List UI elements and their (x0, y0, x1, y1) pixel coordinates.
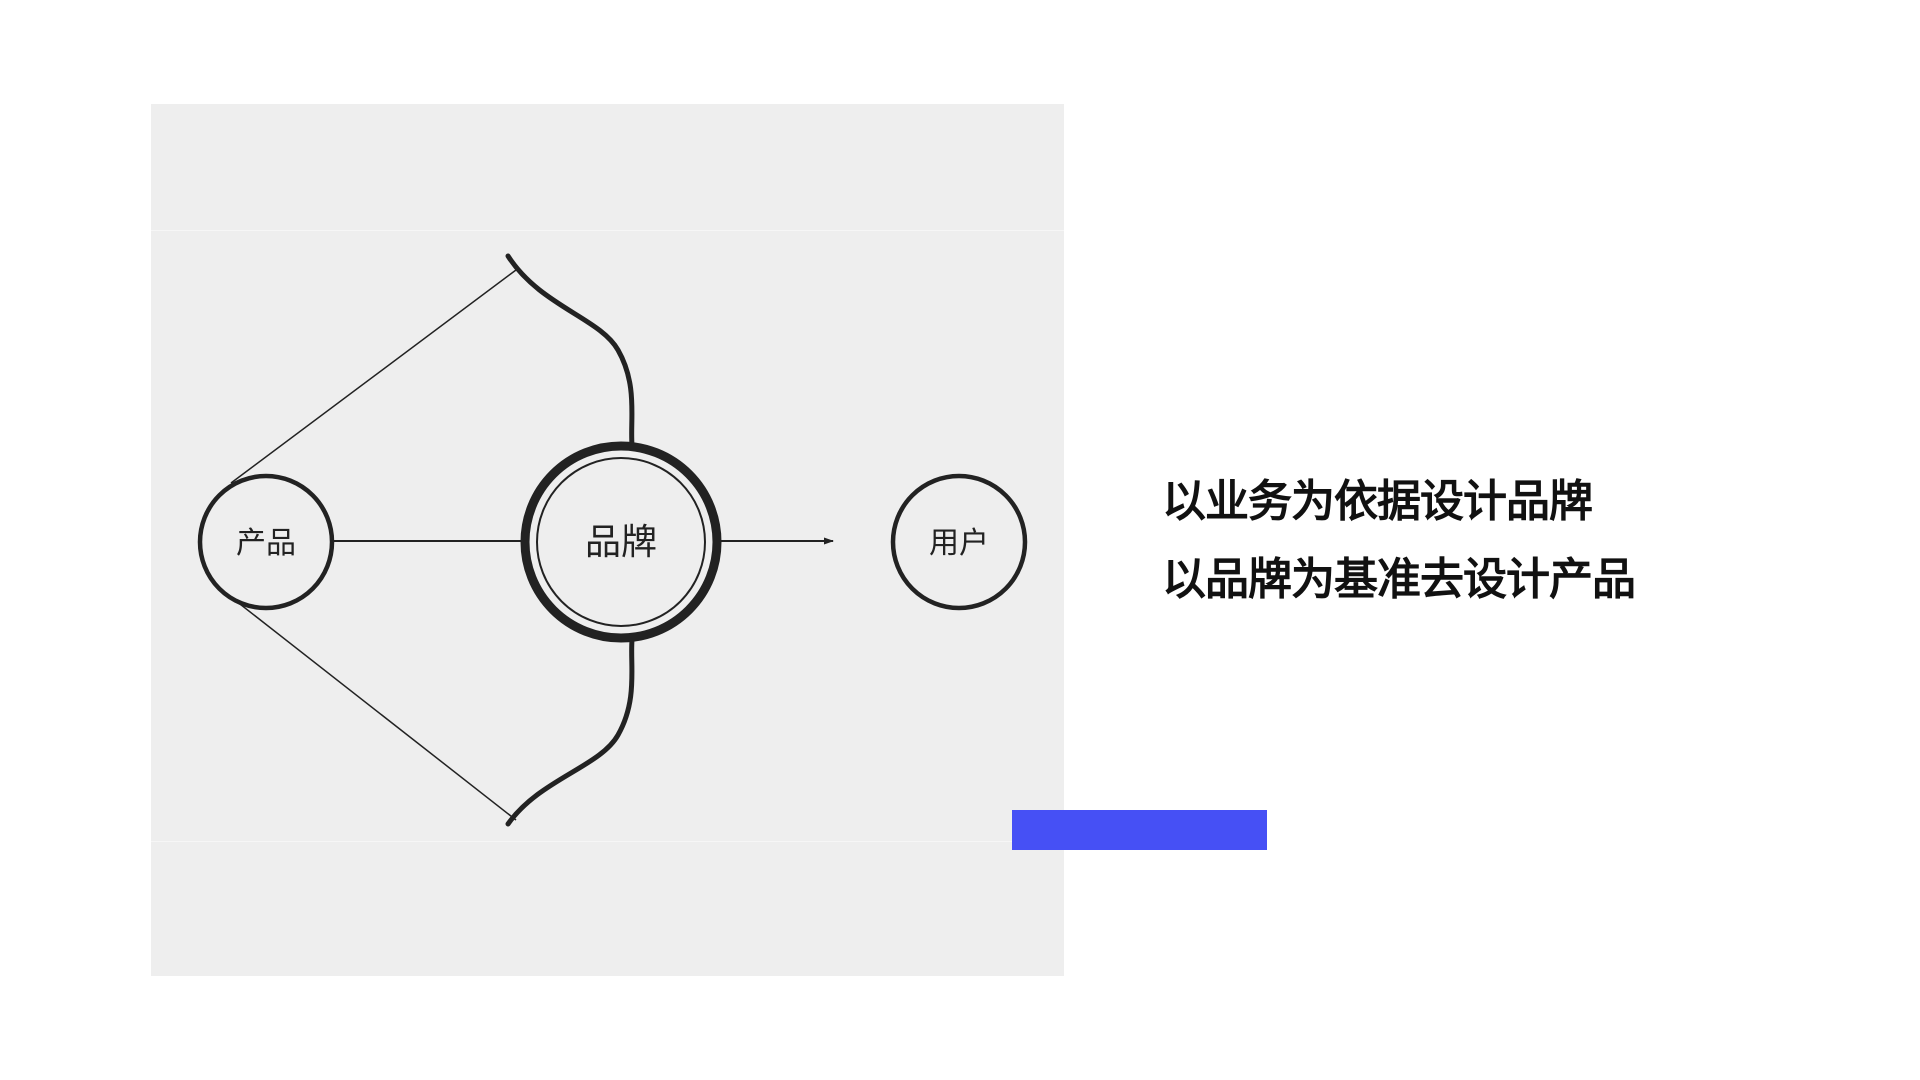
node-user-circle (890, 473, 1028, 611)
panel-divider-top (151, 230, 1064, 231)
connector-product-to-bottom (230, 596, 517, 821)
node-brand: 品牌 (520, 441, 722, 643)
node-brand-inner-ring (536, 457, 706, 627)
node-product-label: 产品 (236, 526, 296, 561)
node-brand-label: 品牌 (585, 522, 657, 563)
headline-line-2: 以品牌为基准去设计产品 (1162, 554, 1636, 605)
node-brand-outer-ring (520, 441, 722, 643)
panel-divider-bottom (151, 841, 1064, 842)
node-product: 产品 (197, 473, 335, 611)
node-product-circle (197, 473, 335, 611)
accent-bar (1012, 810, 1267, 850)
bracket-top-curve (505, 253, 635, 448)
headline-line-1: 以业务为依据设计品牌 (1162, 476, 1593, 527)
node-user-label: 用户 (929, 526, 989, 561)
bracket-bottom-curve (505, 637, 635, 827)
node-user: 用户 (890, 473, 1028, 611)
connector-product-to-top (230, 269, 517, 484)
